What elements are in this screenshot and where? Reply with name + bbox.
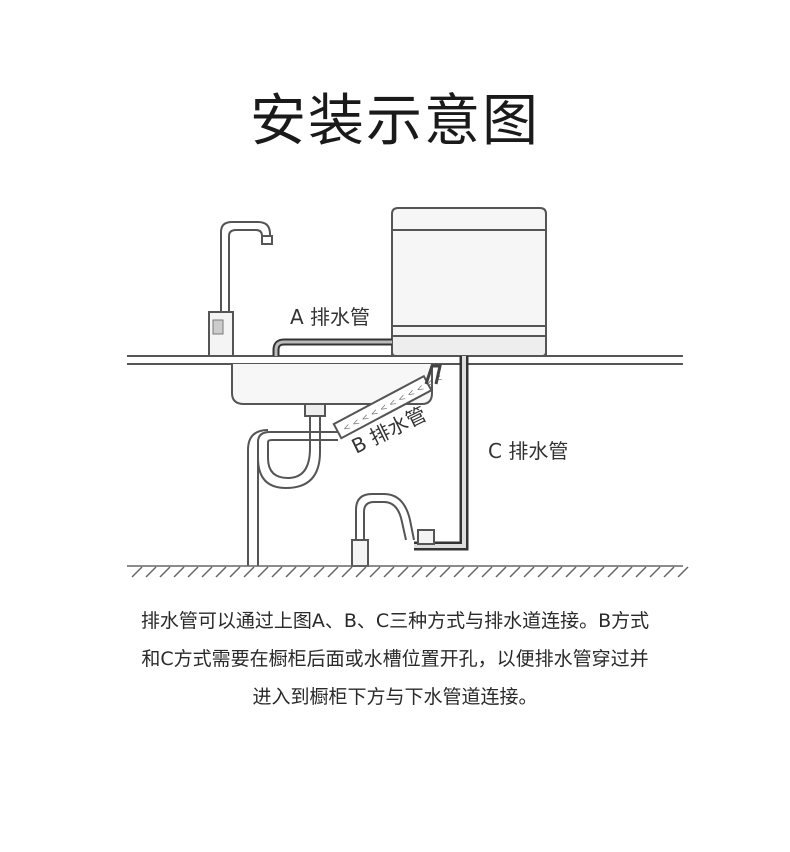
hatch-mark	[495, 566, 507, 578]
hatch-mark	[649, 566, 661, 578]
caption-line-1: 排水管可以通过上图A、B、C三种方式与排水道连接。B方式	[140, 610, 650, 632]
sink-basin	[231, 364, 433, 417]
hatch-mark	[425, 566, 437, 578]
page-title: 安装示意图	[250, 89, 540, 154]
hatch-mark	[229, 566, 241, 578]
hatch-mark	[187, 566, 199, 578]
hatch-mark	[593, 566, 605, 578]
floor-hatch	[127, 565, 689, 578]
p-trap	[247, 416, 338, 566]
caption-line-3: 进入到橱柜下方与下水管道连接。	[252, 686, 538, 708]
hatch-mark	[201, 566, 213, 578]
hatch-mark	[173, 566, 185, 578]
label-c-drain: C 排水管	[488, 439, 568, 463]
hatch-mark	[131, 566, 143, 578]
countertop	[127, 355, 683, 365]
hatch-mark	[411, 566, 423, 578]
hatch-mark	[299, 566, 311, 578]
hatch-mark	[635, 566, 647, 578]
c-drain-pipe	[414, 356, 469, 551]
hatch-mark	[341, 566, 353, 578]
hatch-mark	[467, 566, 479, 578]
hatch-mark	[285, 566, 297, 578]
caption-line-2: 和C方式需要在橱柜后面或水槽位置开孔，以便排水管穿过并	[141, 648, 649, 670]
hatch-mark	[355, 566, 367, 578]
hatch-mark	[327, 566, 339, 578]
hatch-mark	[313, 566, 325, 578]
hatch-mark	[509, 566, 521, 578]
a-drain-pipe	[272, 338, 392, 356]
hatch-mark	[243, 566, 255, 578]
hatch-mark	[453, 566, 465, 578]
hatch-mark	[579, 566, 591, 578]
hatch-mark	[607, 566, 619, 578]
hatch-mark	[537, 566, 549, 578]
hatch-mark	[159, 566, 171, 578]
hatch-mark	[369, 566, 381, 578]
hatch-mark	[145, 566, 157, 578]
faucet	[208, 221, 273, 357]
label-a-drain: A 排水管	[290, 305, 370, 329]
hatch-mark	[271, 566, 283, 578]
hatch-mark	[397, 566, 409, 578]
caption: 排水管可以通过上图A、B、C三种方式与排水道连接。B方式 和C方式需要在橱柜后面…	[60, 602, 730, 716]
hatch-mark	[663, 566, 675, 578]
hatch-mark	[621, 566, 633, 578]
hatch-mark	[551, 566, 563, 578]
dishwasher-unit	[391, 207, 547, 357]
hatch-mark	[439, 566, 451, 578]
hatch-mark	[481, 566, 493, 578]
installation-diagram: < < < < < < < < < < < A 排水管 B 排水管 C 排水管	[127, 207, 689, 578]
hatch-mark	[523, 566, 535, 578]
hatch-mark	[565, 566, 577, 578]
hatch-mark	[215, 566, 227, 578]
floor-drain-connector	[351, 493, 415, 567]
hatch-mark	[677, 566, 689, 578]
hatch-mark	[383, 566, 395, 578]
hatch-mark	[257, 566, 269, 578]
